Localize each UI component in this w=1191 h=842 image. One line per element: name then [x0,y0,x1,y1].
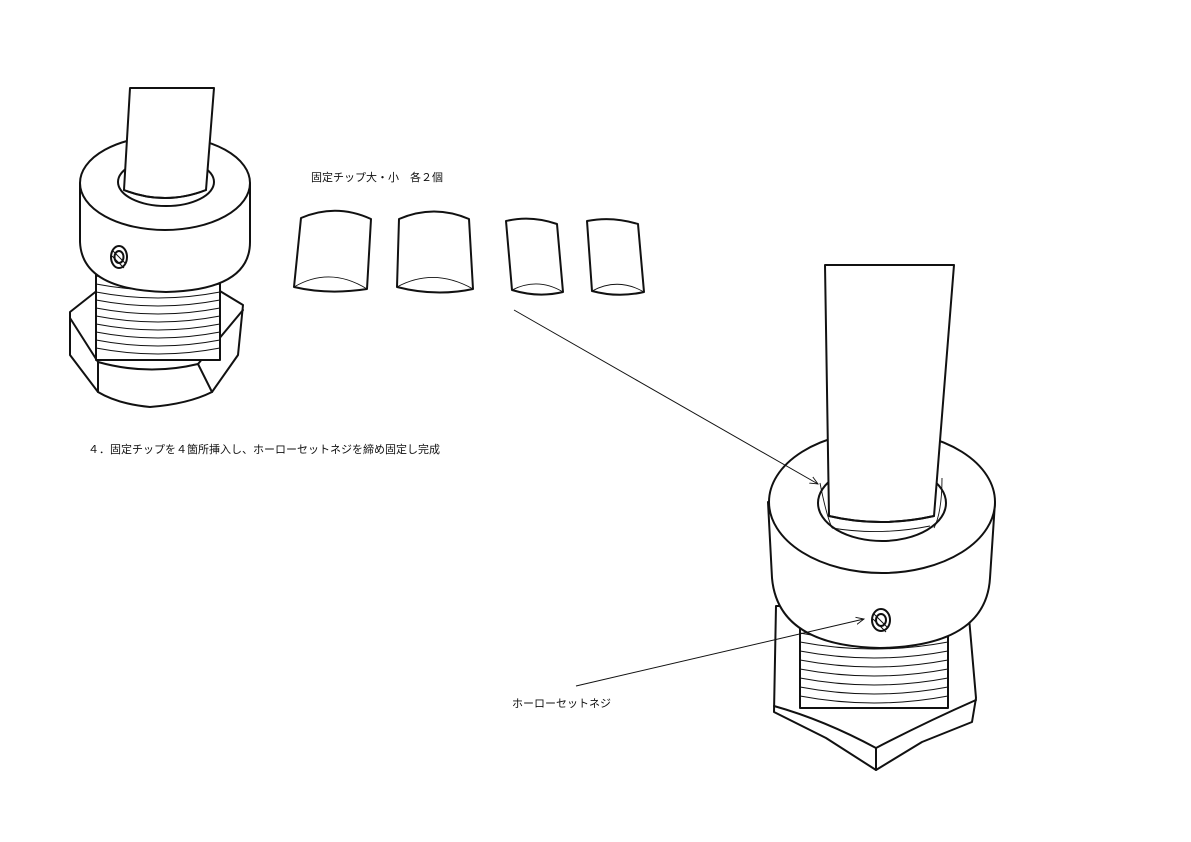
fixing-chips [293,209,645,296]
left-pipe [123,87,215,199]
left-thread-lines [95,275,221,355]
chips-caption: 固定チップ大・小 各２個 [311,171,443,184]
chip-large-2 [396,210,474,294]
set-screw-leader-arrow [575,619,864,687]
chip-large-1 [293,209,372,293]
left-assembly [69,87,251,408]
step-instruction: ４．固定チップを４箇所挿入し、ホーローセットネジを締め固定し完成 [88,443,440,456]
set-screw-label: ホーローセットネジ [512,697,611,710]
left-set-screw-icon [110,245,128,269]
right-set-screw-icon [871,608,891,633]
chip-small-2 [586,218,645,296]
chip-leader-arrow [513,309,818,484]
chip-small-1 [505,217,564,296]
right-assembly [767,264,996,771]
right-pipe [824,264,955,523]
